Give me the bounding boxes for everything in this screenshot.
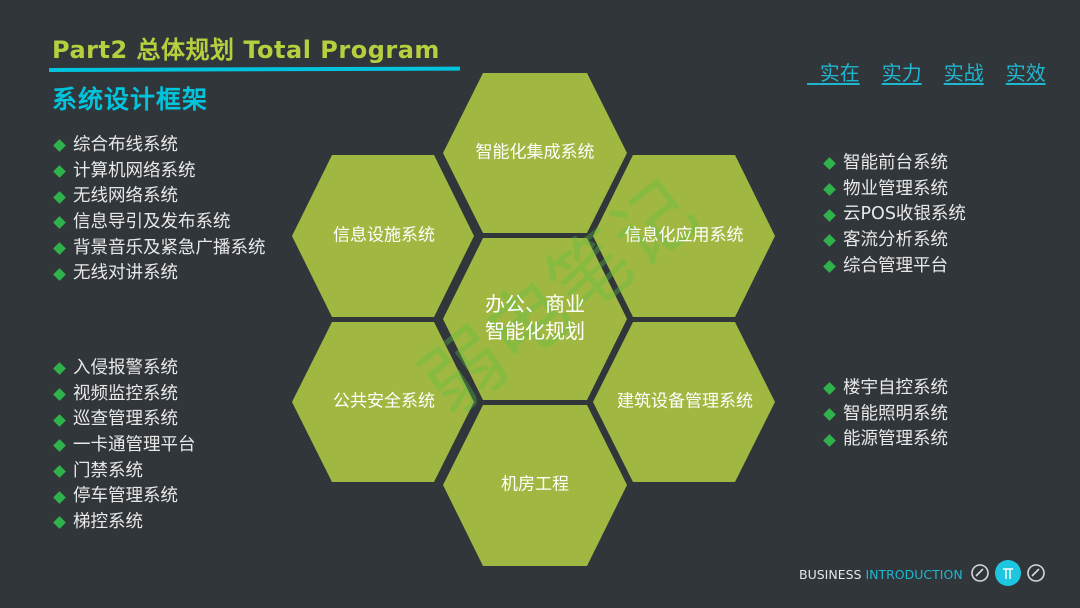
list-public-security: 入侵报警系统 视频监控系统 巡查管理系统 一卡通管理平台 门禁系统 停车管理系统…	[52, 356, 196, 536]
list-building-equipment: 楼宇自控系统 智能照明系统 能源管理系统	[822, 376, 948, 453]
list-item: 视频监控系统	[52, 382, 196, 408]
list-information-facilities: 综合布线系统 计算机网络系统 无线网络系统 信息导引及发布系统 背景音乐及紧急广…	[52, 133, 266, 287]
list-item: 无线对讲系统	[52, 261, 266, 287]
hex-top	[443, 73, 627, 233]
list-item: 云POS收银系统	[822, 202, 966, 228]
list-item: 信息导引及发布系统	[52, 210, 266, 236]
hex-label-center: 办公、商业 智能化规划	[485, 292, 585, 343]
list-information-applications: 智能前台系统 物业管理系统 云POS收银系统 客流分析系统 综合管理平台	[822, 151, 966, 279]
list-item: 巡查管理系统	[52, 407, 196, 433]
hex-label-information-applications: 信息化应用系统	[624, 225, 744, 246]
list-item: 智能照明系统	[822, 402, 948, 428]
hex-bottom-left	[292, 322, 474, 482]
hex-left	[292, 155, 474, 317]
list-item: 客流分析系统	[822, 228, 966, 254]
next-icon	[1027, 564, 1045, 582]
hex-bottom-right	[593, 322, 775, 482]
list-item: 计算机网络系统	[52, 159, 266, 185]
page-title: Part2 总体规划 Total Program	[52, 36, 440, 64]
hex-label-public-security: 公共安全系统	[333, 391, 435, 412]
list-item: 入侵报警系统	[52, 356, 196, 382]
list-item: 停车管理系统	[52, 484, 196, 510]
hex-center	[443, 238, 627, 400]
list-item: 无线网络系统	[52, 184, 266, 210]
hex-right	[593, 155, 775, 317]
list-item: 综合布线系统	[52, 133, 266, 159]
hex-label-building-equipment: 建筑设备管理系统	[617, 391, 753, 412]
list-item: 智能前台系统	[822, 151, 966, 177]
list-item: 能源管理系统	[822, 427, 948, 453]
slogan-item: 实战	[943, 61, 984, 85]
hex-label-information-facilities: 信息设施系统	[333, 225, 435, 246]
list-item: 一卡通管理平台	[52, 433, 196, 459]
list-item: 物业管理系统	[822, 177, 966, 203]
footer-brand: BUSINESS INTRODUCTION	[799, 567, 963, 582]
slogan-item: 实在	[819, 61, 860, 85]
list-item: 梯控系统	[52, 510, 196, 536]
footer-nav-icons	[971, 560, 1045, 586]
hex-bottom	[443, 405, 627, 566]
slogan-item: 实效	[1005, 61, 1046, 85]
prev-icon	[971, 564, 989, 582]
list-item: 背景音乐及紧急广播系统	[52, 236, 266, 262]
hex-label-machine-room: 机房工程	[501, 474, 569, 495]
section-subtitle: 系统设计框架	[52, 85, 209, 114]
list-item: 楼宇自控系统	[822, 376, 948, 402]
hex-label-integration: 智能化集成系统	[475, 142, 595, 163]
list-item: 综合管理平台	[822, 254, 966, 280]
list-item: 门禁系统	[52, 459, 196, 485]
home-icon	[995, 560, 1021, 586]
slogan: 实在实力实战实效	[807, 33, 1046, 86]
slogan-item: 实力	[881, 61, 922, 85]
